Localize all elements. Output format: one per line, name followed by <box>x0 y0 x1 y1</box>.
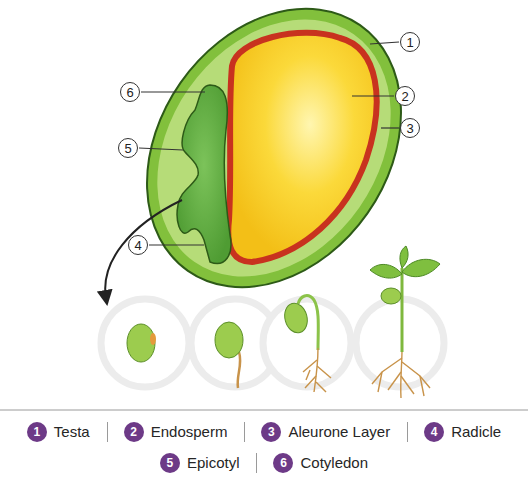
legend-text: Epicotyl <box>187 454 240 472</box>
seed-interior <box>109 0 439 322</box>
callout-number: 6 <box>126 86 133 99</box>
callout-circle: 3 <box>400 118 420 138</box>
legend-text: Cotyledon <box>300 454 368 472</box>
callout-circle: 4 <box>128 235 148 255</box>
testa <box>95 0 454 336</box>
callout-circle: 5 <box>118 138 138 158</box>
germination-stage <box>281 296 331 392</box>
callout-circle: 6 <box>120 82 140 102</box>
legend-divider <box>256 453 257 473</box>
legend-number: 1 <box>27 422 47 442</box>
legend-divider <box>107 422 108 442</box>
endosperm <box>228 33 376 262</box>
separator-line <box>0 410 528 411</box>
legend-text: Testa <box>54 423 90 441</box>
callout-number: 1 <box>406 36 413 49</box>
legend-item: 4 Radicle <box>424 422 501 442</box>
legend-text: Endosperm <box>151 423 228 441</box>
seed <box>95 0 454 336</box>
callout-number: 4 <box>134 239 141 252</box>
seed-stage <box>127 324 156 362</box>
legend-number: 4 <box>424 422 444 442</box>
callout-number: 2 <box>401 90 408 103</box>
legend-item: 5 Epicotyl <box>160 453 240 473</box>
callout-number: 5 <box>124 142 131 155</box>
seedling-stage <box>370 246 440 398</box>
radicle-stage <box>215 322 243 388</box>
legend-divider <box>407 422 408 442</box>
legend-item: 1 Testa <box>27 422 90 442</box>
legend-text: Aleurone Layer <box>288 423 390 441</box>
legend-item: 2 Endosperm <box>124 422 228 442</box>
callout-circle: 2 <box>395 86 415 106</box>
growth-arrow <box>105 200 182 298</box>
legend-divider <box>244 422 245 442</box>
legend-text: Radicle <box>451 423 501 441</box>
stage-circles <box>101 299 444 387</box>
legend-number: 6 <box>273 453 293 473</box>
legend-number: 5 <box>160 453 180 473</box>
embryo <box>177 85 231 263</box>
callout-circle: 1 <box>400 32 420 52</box>
legend-item: 3 Aleurone Layer <box>261 422 390 442</box>
legend-number: 2 <box>124 422 144 442</box>
leader-lines <box>139 42 399 245</box>
legend-item: 6 Cotyledon <box>273 453 368 473</box>
legend-number: 3 <box>261 422 281 442</box>
callout-number: 3 <box>406 122 413 135</box>
